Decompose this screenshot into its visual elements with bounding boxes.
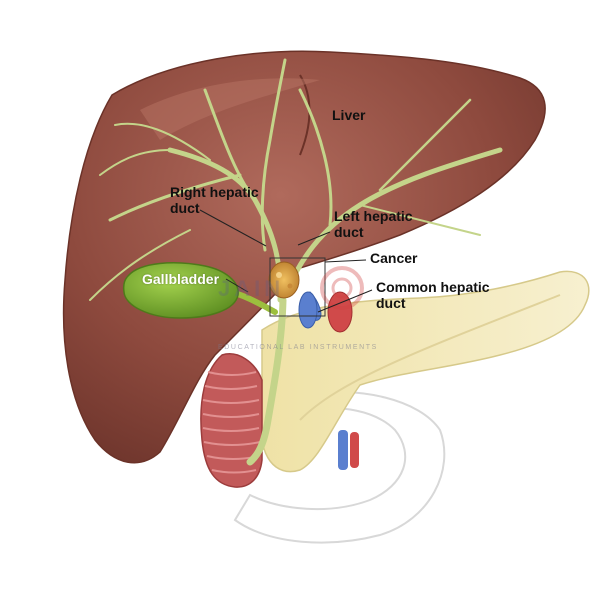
common-hepatic-duct-label: Common hepatic duct: [376, 279, 490, 311]
portal-vein-body: [299, 292, 317, 328]
inferior-artery: [350, 432, 359, 468]
left-hepatic-duct-label: Left hepatic duct: [334, 208, 413, 240]
inferior-vein: [338, 430, 348, 470]
tumor-spot: [288, 284, 293, 289]
watermark-logo-text: JAIN: [218, 276, 284, 302]
right-hepatic-duct-label: Right hepatic duct: [170, 184, 259, 216]
liver-label: Liver: [332, 107, 365, 123]
duodenum: [201, 354, 262, 487]
watermark-tagline: EDUCATIONAL LAB INSTRUMENTS: [218, 344, 378, 351]
gallbladder-label: Gallbladder: [142, 271, 219, 287]
cancer-label: Cancer: [370, 250, 417, 266]
